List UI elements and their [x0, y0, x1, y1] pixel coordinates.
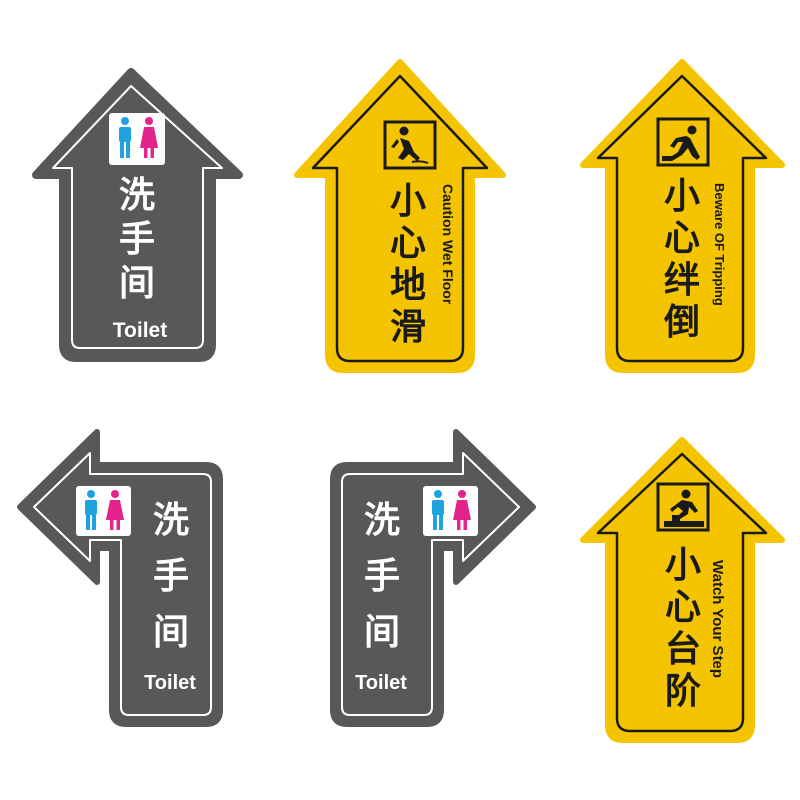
arrow-inner-outline [596, 74, 768, 363]
sign-en-label: Beware OF Tripping [712, 183, 727, 306]
sign-cn-char: 手 [153, 556, 189, 597]
stairs-fall-icon [656, 482, 710, 532]
sign-cn-char: 心 [665, 587, 701, 628]
restroom-icon [76, 486, 131, 536]
sign-caution-step: 小 心 台 阶 Watch Your Step [580, 437, 785, 743]
restroom-icon [109, 113, 165, 165]
sign-cn-char: 绊 [664, 260, 700, 301]
sign-toilet-right: 洗 手 间 Toilet [330, 429, 536, 727]
sign-en-label: Toilet [144, 672, 196, 694]
sign-en-label: Caution Wet Floor [440, 184, 456, 305]
sign-cn-char: 洗 [119, 175, 155, 216]
sign-en-label: Toilet [113, 319, 167, 342]
arrow-inner-outline [33, 452, 212, 716]
sign-cn-char: 小 [390, 181, 426, 222]
sign-cn-char: 间 [364, 612, 400, 653]
sign-en-label: Toilet [355, 672, 407, 694]
sign-cn-char: 小 [665, 545, 701, 586]
arrow-inner-outline [52, 85, 223, 349]
sign-cn-char: 间 [119, 263, 155, 304]
sign-toilet-up: 洗 手 间 Toilet [32, 68, 243, 362]
sign-caution-wet-floor: 小 心 地 滑 Caution Wet Floor [294, 59, 506, 373]
sign-cn-char: 手 [119, 219, 155, 260]
sign-cn-char: 滑 [390, 307, 426, 348]
sign-cn-char: 台 [665, 629, 701, 670]
arrow-shape [580, 59, 785, 373]
slip-icon [383, 120, 437, 170]
arrow-inner-outline [311, 74, 489, 363]
sign-cn-char: 手 [364, 556, 400, 597]
trip-icon [656, 117, 710, 167]
sign-cn-char: 倒 [663, 302, 700, 343]
sign-cn-char: 间 [153, 612, 189, 653]
arrow-inner-outline [341, 452, 520, 716]
sign-cn-char: 心 [390, 223, 426, 264]
sign-cn-char: 阶 [665, 671, 701, 712]
sign-toilet-left: 洗 手 间 Toilet [17, 429, 223, 727]
sign-cn-char: 小 [664, 176, 700, 217]
arrow-shape [580, 437, 785, 743]
sign-cn-char: 洗 [153, 500, 189, 541]
sign-en-label: Watch Your Step [709, 560, 726, 678]
arrow-shape [32, 68, 243, 362]
sign-cn-char: 洗 [364, 500, 400, 541]
arrow-shape [294, 59, 506, 373]
sign-cn-char: 地 [390, 265, 426, 306]
sign-cn-char: 心 [664, 218, 700, 259]
sign-caution-tripping: 小 心 绊 倒 Beware OF Tripping [580, 59, 785, 373]
arrow-inner-outline [596, 452, 768, 733]
restroom-icon [423, 486, 478, 536]
